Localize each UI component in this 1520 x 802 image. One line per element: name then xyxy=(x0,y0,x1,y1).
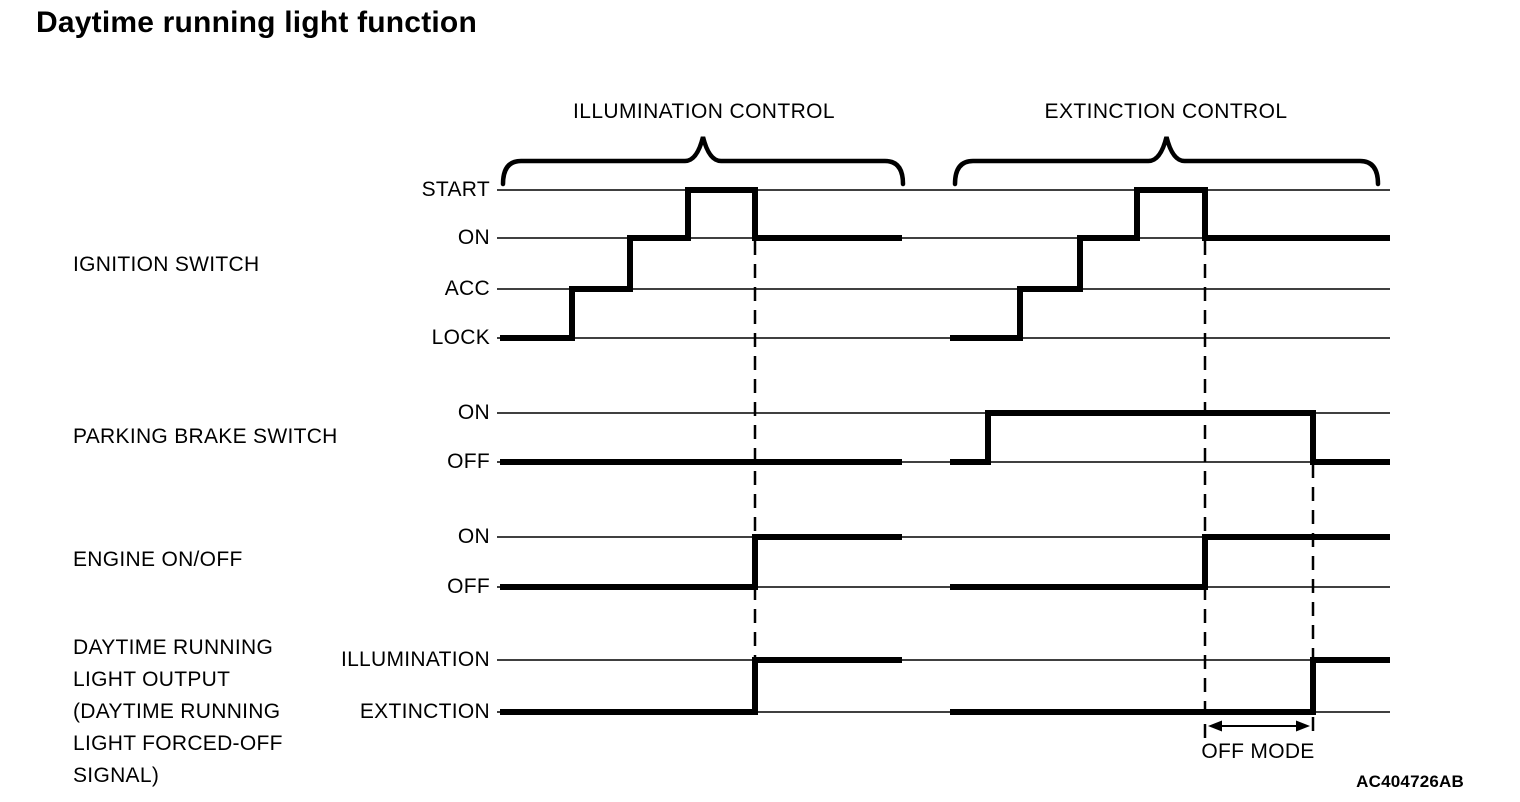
brace-illumination-control xyxy=(500,136,906,187)
section-label-illumination-control: ILLUMINATION CONTROL xyxy=(573,100,835,123)
level-label-engine-on-off: OFF xyxy=(447,575,490,598)
level-label-ignition-switch: LOCK xyxy=(431,326,490,349)
section-label-extinction-control: EXTINCTION CONTROL xyxy=(1044,100,1288,123)
signal-group-label-parking-brake-switch: PARKING BRAKE SWITCH xyxy=(73,425,338,448)
level-label-parking-brake-switch: OFF xyxy=(447,450,490,473)
waveform-daytime-running-light-output-extinction-phase xyxy=(950,657,1390,715)
level-label-ignition-switch: ON xyxy=(457,226,490,249)
waveform-parking-brake-switch-extinction-phase xyxy=(950,410,1390,465)
waveform-engine-on-off-illumination-phase xyxy=(500,534,902,590)
level-label-daytime-running-light-output: ILLUMINATION xyxy=(340,648,490,671)
level-label-ignition-switch: ACC xyxy=(444,277,490,300)
waveform-daytime-running-light-output-illumination-phase xyxy=(500,657,902,715)
figure-code: AC404726AB xyxy=(1356,772,1464,791)
level-label-engine-on-off: ON xyxy=(457,525,490,548)
brace-extinction-control xyxy=(952,136,1381,187)
off-mode-arrowhead-right xyxy=(1296,720,1310,732)
waveform-ignition-switch-illumination-phase xyxy=(500,187,902,341)
waveform-engine-on-off-extinction-phase xyxy=(950,534,1390,590)
level-label-daytime-running-light-output: EXTINCTION xyxy=(359,700,490,723)
waveform-ignition-switch-extinction-phase xyxy=(950,187,1390,341)
signal-group-label-daytime-running-light-output: DAYTIME RUNNING LIGHT OUTPUT (DAYTIME RU… xyxy=(73,636,283,787)
off-mode-arrowhead-left xyxy=(1208,720,1222,732)
level-label-parking-brake-switch: ON xyxy=(457,401,490,424)
off-mode-label: OFF MODE xyxy=(1201,740,1315,763)
signal-group-label-engine-on-off: ENGINE ON/OFF xyxy=(73,548,243,571)
page-title: Daytime running light function xyxy=(36,6,477,39)
level-label-ignition-switch: START xyxy=(421,178,490,201)
signal-group-label-ignition-switch: IGNITION SWITCH xyxy=(73,253,260,276)
